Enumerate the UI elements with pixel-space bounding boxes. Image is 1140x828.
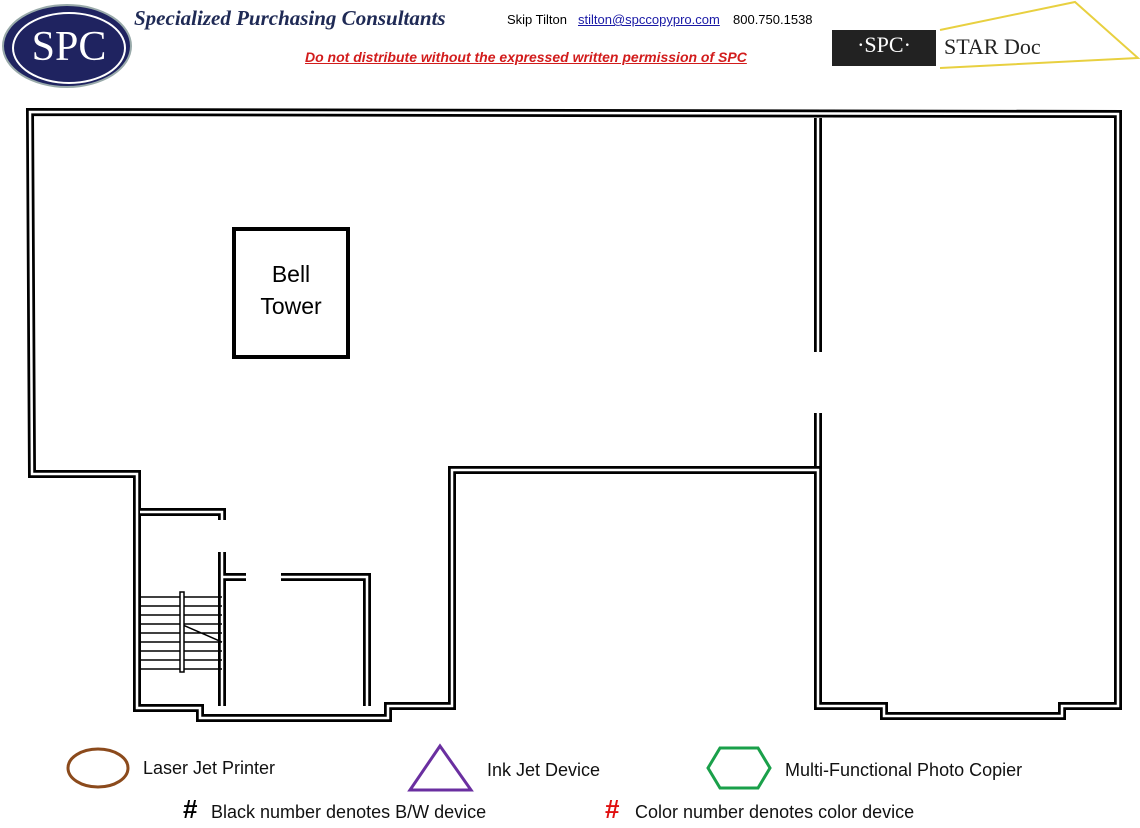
- floor-plan: Bell Tower: [25, 107, 1122, 722]
- contact-name: Skip Tilton: [507, 12, 567, 27]
- distribution-warning: Do not distribute without the expressed …: [305, 49, 747, 65]
- walls-inner: [28, 110, 1120, 720]
- bell-tower-label-2: Tower: [260, 293, 322, 319]
- spc-logo-text: SPC: [12, 12, 126, 84]
- bell-tower-label-1: Bell: [272, 261, 310, 287]
- color-note: Color number denotes color device: [635, 802, 915, 822]
- bw-note: Black number denotes B/W device: [211, 802, 487, 822]
- star-outline-icon: [939, 0, 1140, 69]
- bw-hash-icon: #: [183, 794, 198, 824]
- inkjet-triangle-icon: [407, 743, 474, 792]
- mfp-hexagon-icon: [706, 746, 772, 790]
- bell-tower-box: [232, 227, 350, 359]
- star-doc-title: STAR Doc: [944, 34, 1041, 59]
- color-hash-icon: #: [605, 794, 620, 824]
- legend-mfp: Multi-Functional Photo Copier: [785, 760, 1023, 780]
- contact-email-link[interactable]: stilton@spccopypro.com: [578, 12, 720, 27]
- contact-phone: 800.750.1538: [733, 12, 813, 27]
- spc-logo: SPC: [2, 4, 132, 88]
- legend-laser: Laser Jet Printer: [143, 758, 276, 778]
- laser-printer-oval-icon: [66, 747, 130, 789]
- star-doc-logo: ·SPC·: [832, 30, 936, 66]
- stairs: [140, 591, 223, 673]
- company-name: Specialized Purchasing Consultants: [134, 6, 446, 30]
- legend-inkjet: Ink Jet Device: [487, 760, 601, 780]
